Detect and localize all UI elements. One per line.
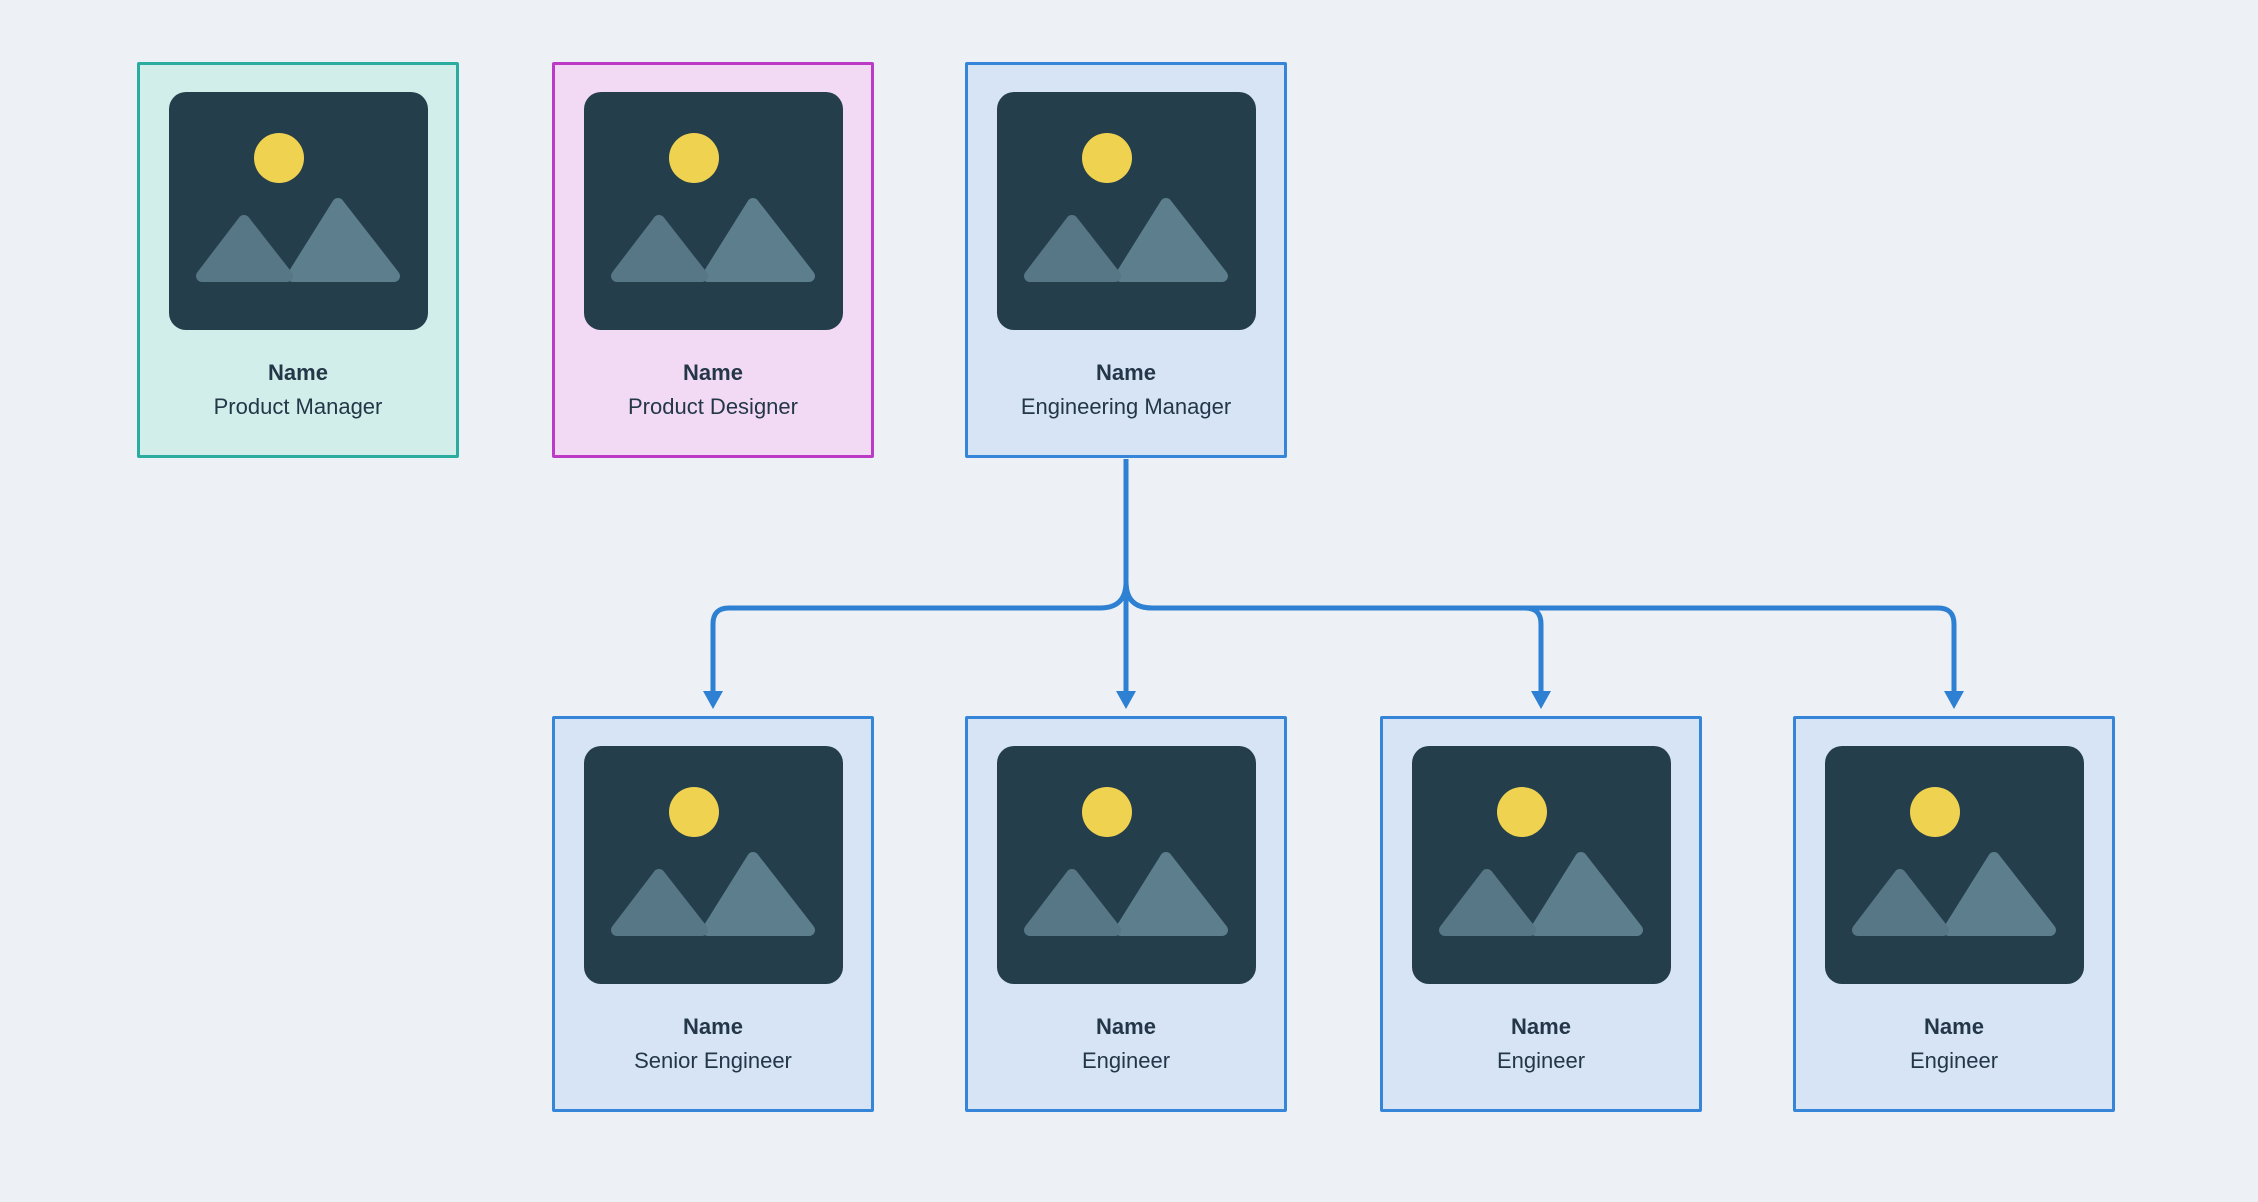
node-name: Name	[268, 360, 328, 385]
node-role: Product Manager	[213, 394, 383, 419]
edge-manager-to-engineer-2[interactable]	[1123, 459, 1551, 709]
org-node-product-manager[interactable]: Name Product Manager	[137, 62, 459, 458]
image-placeholder-icon	[583, 92, 843, 330]
node-role: Engineer	[1909, 1048, 1999, 1073]
edge-manager-to-senior-engineer[interactable]	[703, 459, 1129, 709]
org-node-senior-engineer[interactable]: Name Senior Engineer	[552, 716, 874, 1112]
image-placeholder-icon	[996, 92, 1256, 330]
edge-manager-to-engineer-3[interactable]	[1123, 459, 1964, 709]
image-placeholder-icon	[1411, 746, 1671, 984]
image-placeholder-icon	[168, 92, 428, 330]
org-node-engineer-1[interactable]: Name Engineer	[965, 716, 1287, 1112]
node-name: Name	[683, 1014, 743, 1039]
node-name: Name	[1924, 1014, 1984, 1039]
node-name: Name	[1096, 360, 1156, 385]
node-role: Engineer	[1081, 1048, 1171, 1073]
node-role: Engineer	[1496, 1048, 1586, 1073]
node-role: Product Designer	[628, 394, 798, 419]
node-name: Name	[1511, 1014, 1571, 1039]
org-node-engineering-manager[interactable]: Name Engineering Manager	[965, 62, 1287, 458]
image-placeholder-icon	[996, 746, 1256, 984]
org-node-engineer-2[interactable]: Name Engineer	[1380, 716, 1702, 1112]
node-name: Name	[683, 360, 743, 385]
node-role: Engineering Manager	[1020, 394, 1232, 419]
image-placeholder-icon	[1824, 746, 2084, 984]
node-name: Name	[1096, 1014, 1156, 1039]
org-node-engineer-3[interactable]: Name Engineer	[1793, 716, 2115, 1112]
org-node-product-designer[interactable]: Name Product Designer	[552, 62, 874, 458]
image-placeholder-icon	[583, 746, 843, 984]
node-role: Senior Engineer	[634, 1048, 792, 1073]
